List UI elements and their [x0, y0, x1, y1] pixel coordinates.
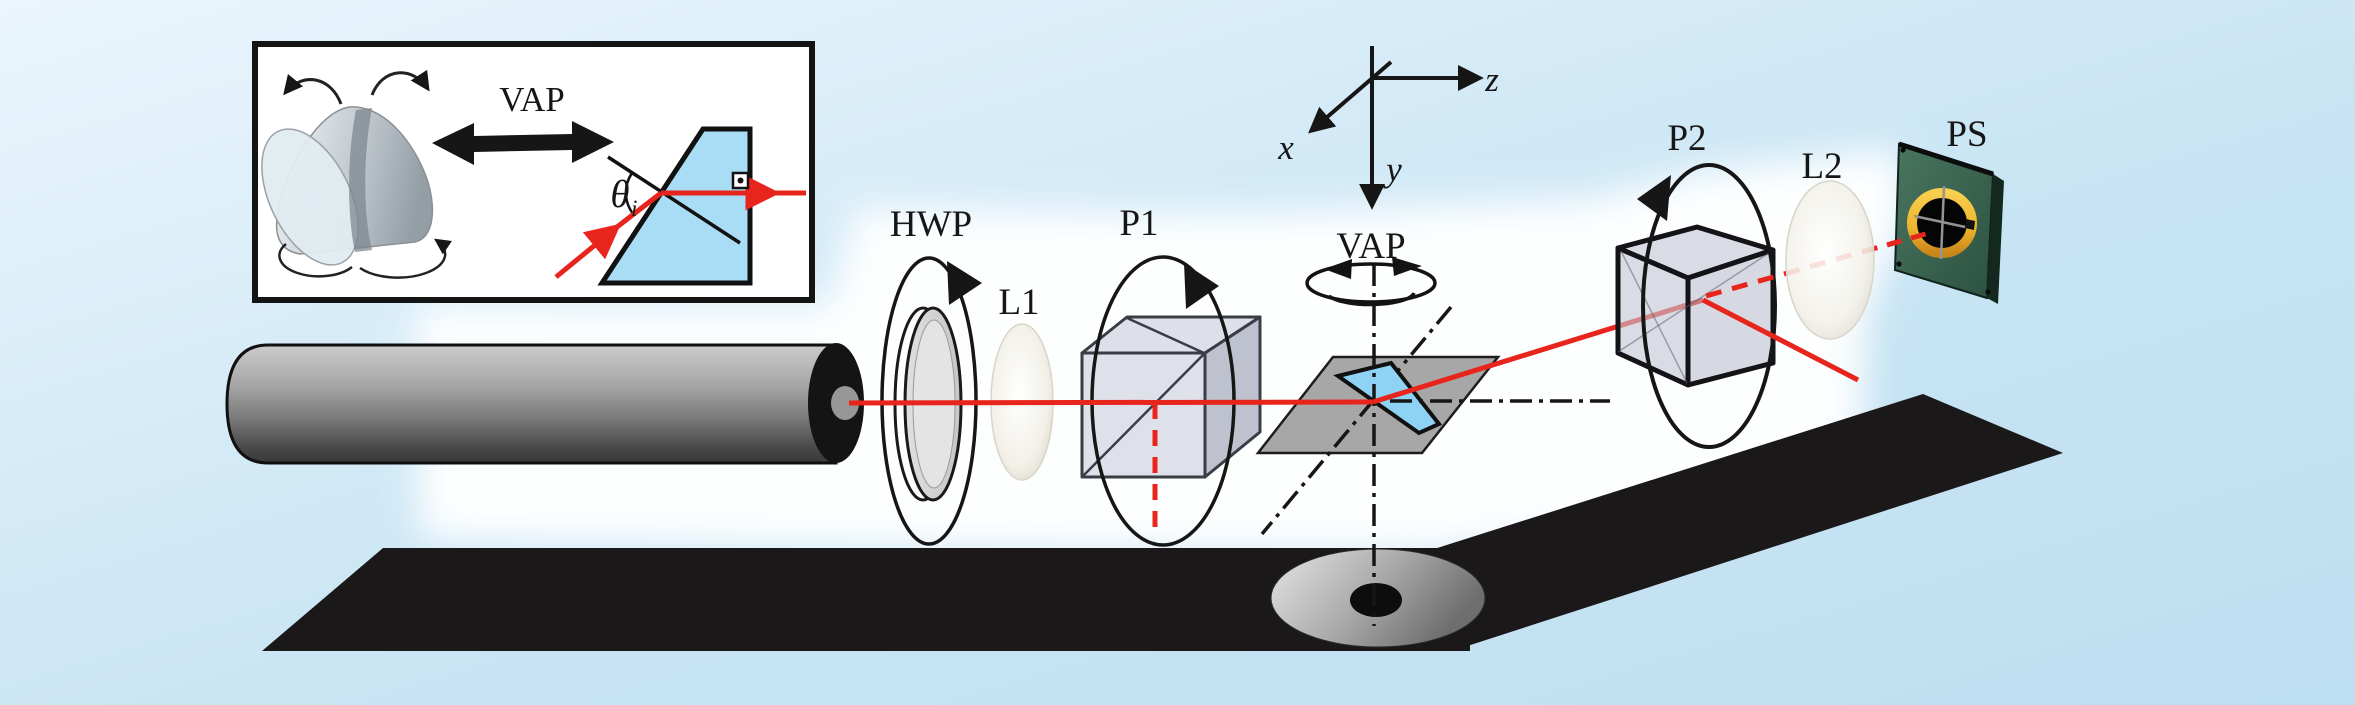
sensor-ring-notch	[1965, 219, 1975, 230]
sensor-crosshair-v	[1939, 185, 1946, 260]
inset-beam	[554, 175, 806, 279]
inset-cone-figure	[261, 69, 452, 279]
rotation-stage-hole	[1350, 583, 1402, 617]
hwp-rotation-arrowhead-icon	[947, 261, 982, 305]
incidence-angle-arc	[624, 172, 635, 216]
p2-rotation-arrow-icon	[1637, 163, 1777, 449]
tilt-axis-dashdot	[1260, 305, 1453, 536]
inset-prism	[597, 126, 753, 286]
label-l1: L1	[998, 282, 1039, 323]
inset-rotation-arrows-icon	[278, 69, 452, 279]
inset-panel: θ i VAP	[252, 41, 815, 303]
rotation-stage-disc	[1270, 548, 1486, 648]
inset-prism-schematic: θ i VAP	[499, 80, 806, 286]
beam-laser-to-vap	[848, 399, 1374, 406]
laser-aperture	[831, 386, 859, 420]
position-sensor	[1886, 141, 2004, 304]
beam-on-sensor-dashed	[1886, 230, 1930, 248]
laser	[225, 343, 864, 465]
axis-label-y: y	[1383, 150, 1402, 189]
coordinate-axes	[1308, 46, 1484, 210]
polarizer-cube-p1	[1080, 315, 1262, 479]
beam-reflected-from-p2	[1701, 297, 1860, 383]
label-hwp: HWP	[890, 204, 972, 245]
vap-rotation-arrow-icon	[1305, 257, 1437, 307]
lens-l2	[1785, 180, 1875, 340]
axis-label-z: z	[1484, 60, 1499, 99]
sensor-board-side	[1987, 174, 2004, 304]
optical-rail-angled	[1412, 394, 2063, 651]
label-vap: VAP	[1336, 226, 1405, 267]
equivalence-double-arrow-icon	[432, 121, 614, 165]
inset-angle-label: θ	[610, 173, 629, 216]
x-axis-arrow	[1308, 60, 1393, 134]
inset-angle-subscript: i	[631, 196, 637, 221]
optical-rail-horizontal	[262, 548, 1470, 651]
label-p2: P2	[1667, 118, 1706, 159]
label-p1: P1	[1119, 203, 1158, 244]
polarizer-cube-p2	[1615, 224, 1776, 388]
inset-incident-beam	[554, 223, 622, 279]
inset-title: VAP	[499, 80, 565, 119]
axis-label-x: x	[1277, 128, 1294, 167]
label-ps: PS	[1946, 114, 1987, 155]
surface-normal-line	[607, 155, 741, 245]
label-l2: L2	[1801, 146, 1842, 187]
